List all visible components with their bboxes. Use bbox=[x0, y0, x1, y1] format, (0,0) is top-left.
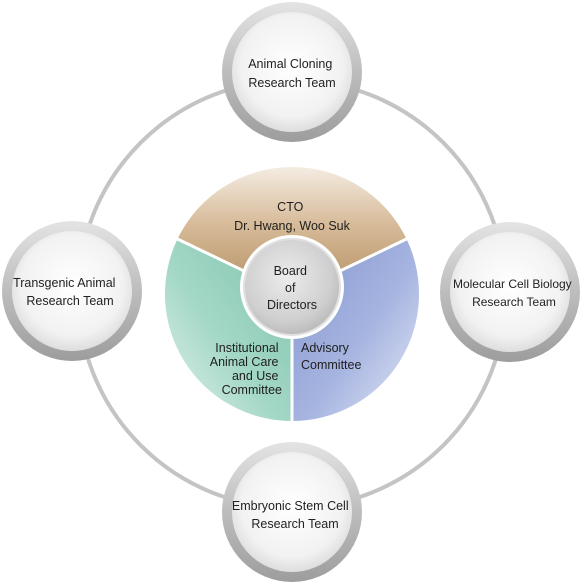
team-node-molecular-cell-biology: Molecular Cell Biology Research Team bbox=[440, 222, 580, 362]
team-label: Animal Cloning Research Team bbox=[248, 57, 336, 90]
team-label: Transgenic Animal Research Team bbox=[13, 276, 119, 308]
iacuc-label-line: and Use bbox=[232, 369, 279, 383]
cto-label-line: CTO bbox=[277, 200, 303, 214]
center-label-line: Directors bbox=[267, 298, 317, 312]
team-label-line: Research Team bbox=[26, 294, 113, 308]
iacuc-label-line: Institutional bbox=[215, 341, 278, 355]
team-label-line: Embryonic Stem Cell bbox=[232, 499, 349, 513]
cto-label: CTO Dr. Hwang, Woo Suk bbox=[234, 200, 351, 233]
team-node-face bbox=[450, 232, 570, 352]
cto-segment bbox=[177, 166, 407, 294]
team-label-line: Research Team bbox=[248, 76, 335, 90]
team-label-line: Molecular Cell Biology bbox=[453, 277, 572, 291]
team-node-face bbox=[12, 231, 132, 351]
team-label-line: Animal Cloning bbox=[248, 57, 332, 71]
team-label: Molecular Cell Biology Research Team bbox=[453, 277, 575, 309]
team-label-line: Transgenic Animal bbox=[13, 276, 115, 290]
iacuc-label: Institutional Animal Care and Use Commit… bbox=[210, 341, 282, 397]
team-node-transgenic-animal: Transgenic Animal Research Team bbox=[2, 221, 142, 361]
iacuc-label-line: Animal Care bbox=[210, 355, 279, 369]
team-node-embryonic-stem-cell: Embryonic Stem Cell Research Team bbox=[222, 442, 362, 582]
advisory-label: Advisory Committee bbox=[301, 341, 361, 372]
team-label-line: Research Team bbox=[251, 517, 338, 531]
advisory-label-line: Advisory bbox=[301, 341, 350, 355]
team-node-face bbox=[232, 12, 352, 132]
center-label-line: of bbox=[285, 281, 296, 295]
cto-label-line: Dr. Hwang, Woo Suk bbox=[234, 219, 351, 233]
team-node-animal-cloning: Animal Cloning Research Team bbox=[222, 2, 362, 142]
iacuc-label-line: Committee bbox=[222, 383, 282, 397]
team-node-face bbox=[232, 452, 352, 572]
center-label-line: Board bbox=[274, 264, 307, 278]
team-label-line: Research Team bbox=[472, 295, 556, 309]
team-label: Embryonic Stem Cell Research Team bbox=[232, 499, 352, 531]
advisory-label-line: Committee bbox=[301, 358, 361, 372]
center-label: Board of Directors bbox=[267, 264, 317, 312]
center-disc bbox=[243, 238, 341, 336]
